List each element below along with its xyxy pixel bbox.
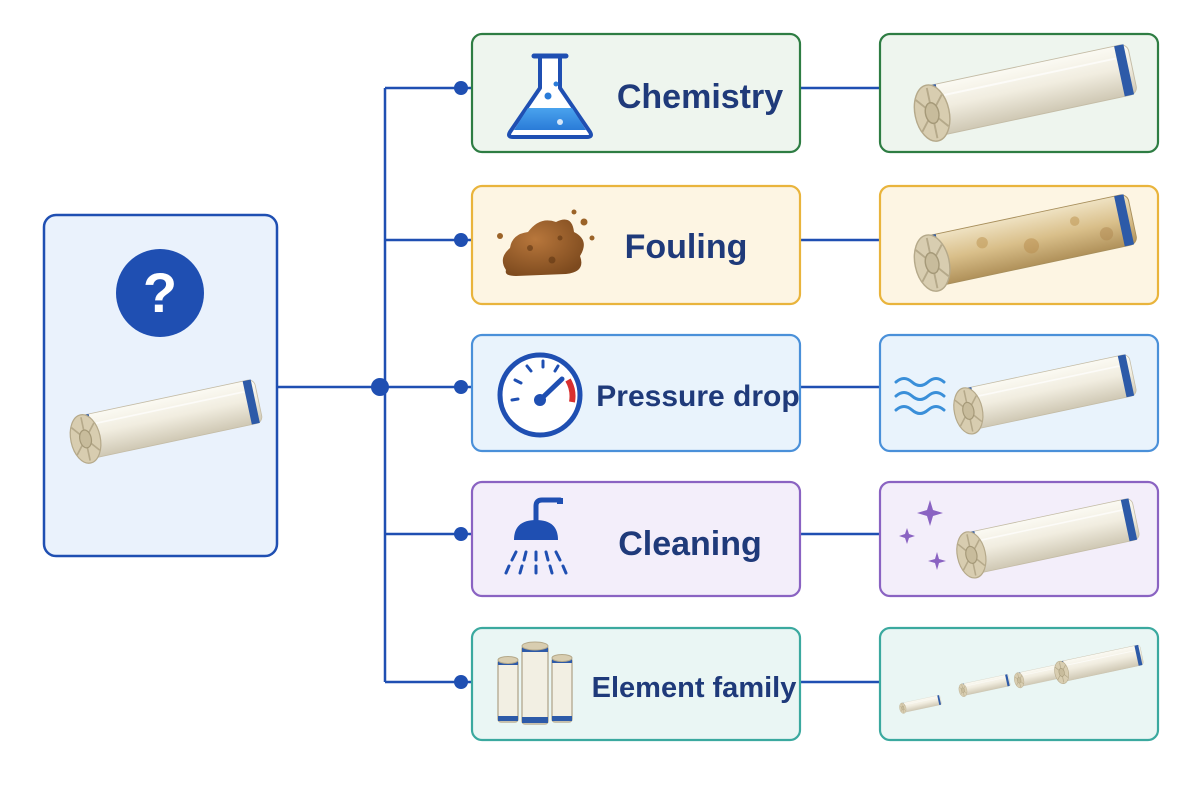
- category-label-pressure-drop: Pressure drop: [596, 380, 799, 413]
- category-pressure-drop: Pressure drop: [470, 333, 802, 453]
- root-card: ?: [42, 213, 279, 558]
- pressure-gauge-icon: [497, 352, 583, 438]
- category-fouling: Fouling: [470, 184, 802, 306]
- category-label-cleaning: Cleaning: [618, 525, 762, 563]
- result-card-fouling: [878, 184, 1160, 306]
- category-label-element-family: Element family: [592, 672, 797, 704]
- result-card-cleaning: [878, 480, 1160, 598]
- element-sizes-icon: [497, 641, 573, 725]
- category-label-fouling: Fouling: [625, 228, 748, 266]
- connector-dots: [371, 81, 468, 689]
- result-card-element-family: [878, 626, 1160, 742]
- category-cleaning: Cleaning: [470, 480, 802, 598]
- category-label-chemistry: Chemistry: [617, 78, 783, 116]
- result-card-pressure-drop: [878, 333, 1160, 453]
- shower-icon: [504, 497, 568, 575]
- sludge-icon: [497, 209, 595, 276]
- connector-lines: [278, 86, 880, 684]
- flask-icon: [507, 53, 593, 139]
- category-chemistry: Chemistry: [470, 32, 802, 154]
- svg-text:?: ?: [143, 261, 177, 324]
- question-mark-icon: ?: [116, 249, 204, 337]
- category-element-family: Element family: [470, 626, 802, 742]
- flow-waves-icon: [894, 377, 946, 415]
- result-card-chemistry: [878, 32, 1160, 154]
- sparkle-icon: [899, 500, 946, 570]
